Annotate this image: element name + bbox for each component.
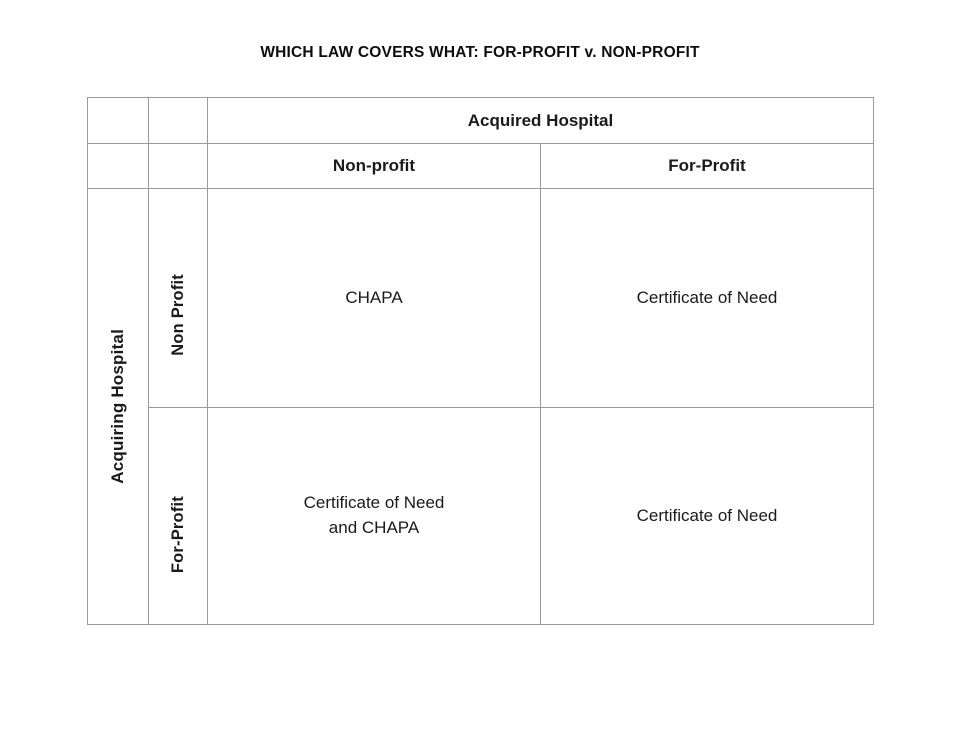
cell-value: Certificate of Need [636, 287, 778, 307]
corner-cell-outer-sub [87, 143, 149, 189]
cell-forprofit-forprofit: Certificate of Need [540, 407, 874, 625]
corner-cell-inner-sub [148, 143, 208, 189]
table-row: Acquiring Hospital Non Profit CHAPA Cert… [87, 188, 874, 625]
row-header-for-profit: For-Profit [168, 496, 187, 574]
column-group-header: Acquired Hospital [207, 97, 874, 144]
cell-value: Certificate of Need [636, 505, 778, 525]
column-header-for-profit: For-Profit [540, 143, 874, 189]
row-group-header-cell: Acquiring Hospital [87, 188, 149, 625]
cell-nonprofit-forprofit: Certificate of Need [540, 188, 874, 408]
row-header-cell-for-profit: For-Profit [148, 407, 208, 625]
corner-cell-inner-top [148, 97, 208, 144]
corner-cell-outer-top [87, 97, 149, 144]
page-title: WHICH LAW COVERS WHAT: FOR-PROFIT v. NON… [260, 44, 700, 61]
law-coverage-matrix: Acquired Hospital Non-profit For-Profit … [87, 97, 874, 625]
cell-value: CHAPA [345, 287, 403, 307]
cell-nonprofit-nonprofit: CHAPA [207, 188, 541, 408]
table-header-row-group: Acquired Hospital [87, 97, 874, 144]
column-header-non-profit: Non-profit [207, 143, 541, 189]
table-header-row-columns: Non-profit For-Profit [87, 143, 874, 189]
row-header-non-profit: Non Profit [168, 274, 187, 356]
row-header-cell-non-profit: Non Profit [148, 188, 208, 408]
row-group-header: Acquiring Hospital [108, 329, 127, 484]
